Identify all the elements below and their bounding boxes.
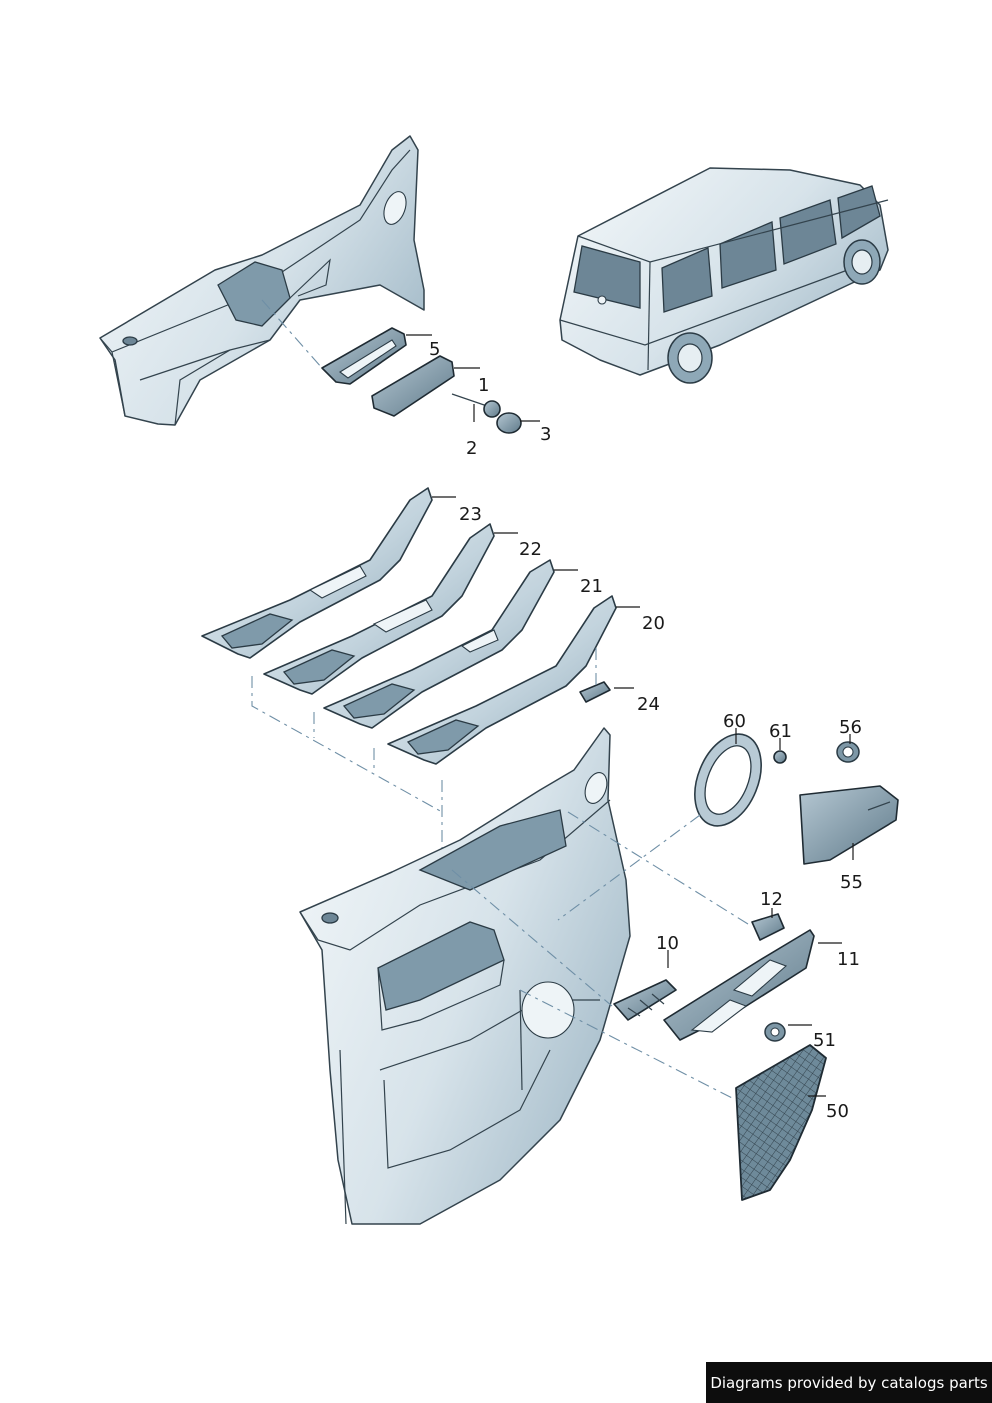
part-1-trim-strip (371, 355, 455, 417)
part-61-nut (773, 750, 787, 764)
callout-23: 23 (459, 504, 482, 525)
part-23-armrest-trim (201, 487, 433, 659)
part-21-armrest-trim (323, 559, 555, 729)
part-2-screw (451, 393, 501, 418)
part-51-ring (764, 1022, 786, 1042)
part-5-handle-frame (321, 327, 407, 385)
leader-lines (406, 334, 854, 1097)
part-55-speaker-cover (799, 785, 899, 865)
part-56-ring (836, 741, 860, 763)
callout-3: 3 (540, 424, 551, 445)
callout-12: 12 (760, 889, 783, 910)
part-20-armrest-trim (387, 595, 617, 765)
callout-51: 51 (813, 1030, 836, 1051)
callout-21: 21 (580, 576, 603, 597)
callout-10: 10 (656, 933, 679, 954)
part-22-armrest-trim (263, 523, 495, 695)
callout-56: 56 (839, 717, 862, 738)
part-10-grip (613, 979, 677, 1021)
callout-24: 24 (637, 694, 660, 715)
callout-22: 22 (519, 539, 542, 560)
credit-banner: Diagrams provided by catalogs parts (706, 1362, 992, 1403)
part-50-speaker-grille (735, 1044, 827, 1201)
callout-11: 11 (837, 949, 860, 970)
part-24-clip (579, 681, 611, 703)
callout-labels: 5 1 2 3 23 22 21 20 24 60 61 56 55 12 11… (429, 339, 863, 1122)
callout-50: 50 (826, 1101, 849, 1122)
callout-5: 5 (429, 339, 440, 360)
part-60-speaker-ring (694, 733, 762, 827)
part-3-cap (496, 412, 522, 434)
callout-61: 61 (769, 721, 792, 742)
front-door-panel (99, 135, 425, 426)
callout-1: 1 (478, 375, 489, 396)
part-12-clip (751, 913, 785, 941)
part-11-handle-surround (663, 929, 815, 1041)
callout-20: 20 (642, 613, 665, 634)
callout-2: 2 (466, 438, 477, 459)
callout-60: 60 (723, 711, 746, 732)
van-illustration (559, 167, 889, 384)
sliding-door-panel (299, 727, 631, 1225)
callout-55: 55 (840, 872, 863, 893)
